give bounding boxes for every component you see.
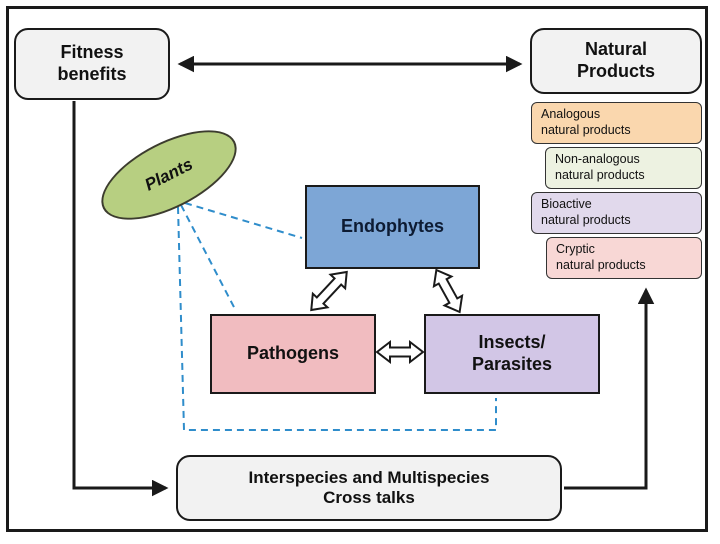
product-type-card-bioactive: Bioactive natural products (531, 192, 702, 234)
fitness-benefits-label-line2: benefits (57, 64, 127, 84)
product-type-label-line1: Bioactive (541, 197, 592, 212)
product-type-card-non-analogous: Non-analogous natural products (545, 147, 702, 189)
fitness-benefits-node: Fitness benefits (14, 28, 170, 100)
pathogens-node: Pathogens (210, 314, 376, 394)
natural-products-label-line1: Natural (584, 39, 647, 60)
insects-parasites-node: Insects/ Parasites (424, 314, 600, 394)
cross-talks-node: Interspecies and Multispecies Cross talk… (176, 455, 562, 521)
product-type-card-analogous: Analogous natural products (531, 102, 702, 144)
cross-talks-label-line2: Cross talks (323, 488, 415, 507)
product-type-label-line1: Cryptic (556, 242, 595, 257)
insects-parasites-label-line2: Parasites (471, 354, 553, 374)
cross-talks-label-line1: Interspecies and Multispecies (248, 467, 490, 487)
insects-parasites-label-line1: Insects/ (478, 332, 546, 353)
product-type-label-line2: natural products (555, 168, 645, 182)
plants-label: Plants (141, 154, 196, 195)
product-type-label-line1: Analogous (541, 107, 601, 122)
endophytes-node: Endophytes (305, 185, 480, 269)
natural-products-label-line2: Products (576, 61, 655, 81)
natural-products-node: Natural Products (530, 28, 702, 94)
endophytes-label: Endophytes (340, 216, 444, 237)
product-type-label-line2: natural products (541, 213, 631, 227)
product-type-label-line2: natural products (541, 123, 631, 137)
fitness-benefits-label-line1: Fitness (60, 42, 124, 63)
product-type-label-line2: natural products (556, 258, 646, 272)
pathogens-label: Pathogens (246, 343, 339, 364)
product-type-card-cryptic: Cryptic natural products (546, 237, 702, 279)
product-type-label-line1: Non-analogous (555, 152, 640, 167)
